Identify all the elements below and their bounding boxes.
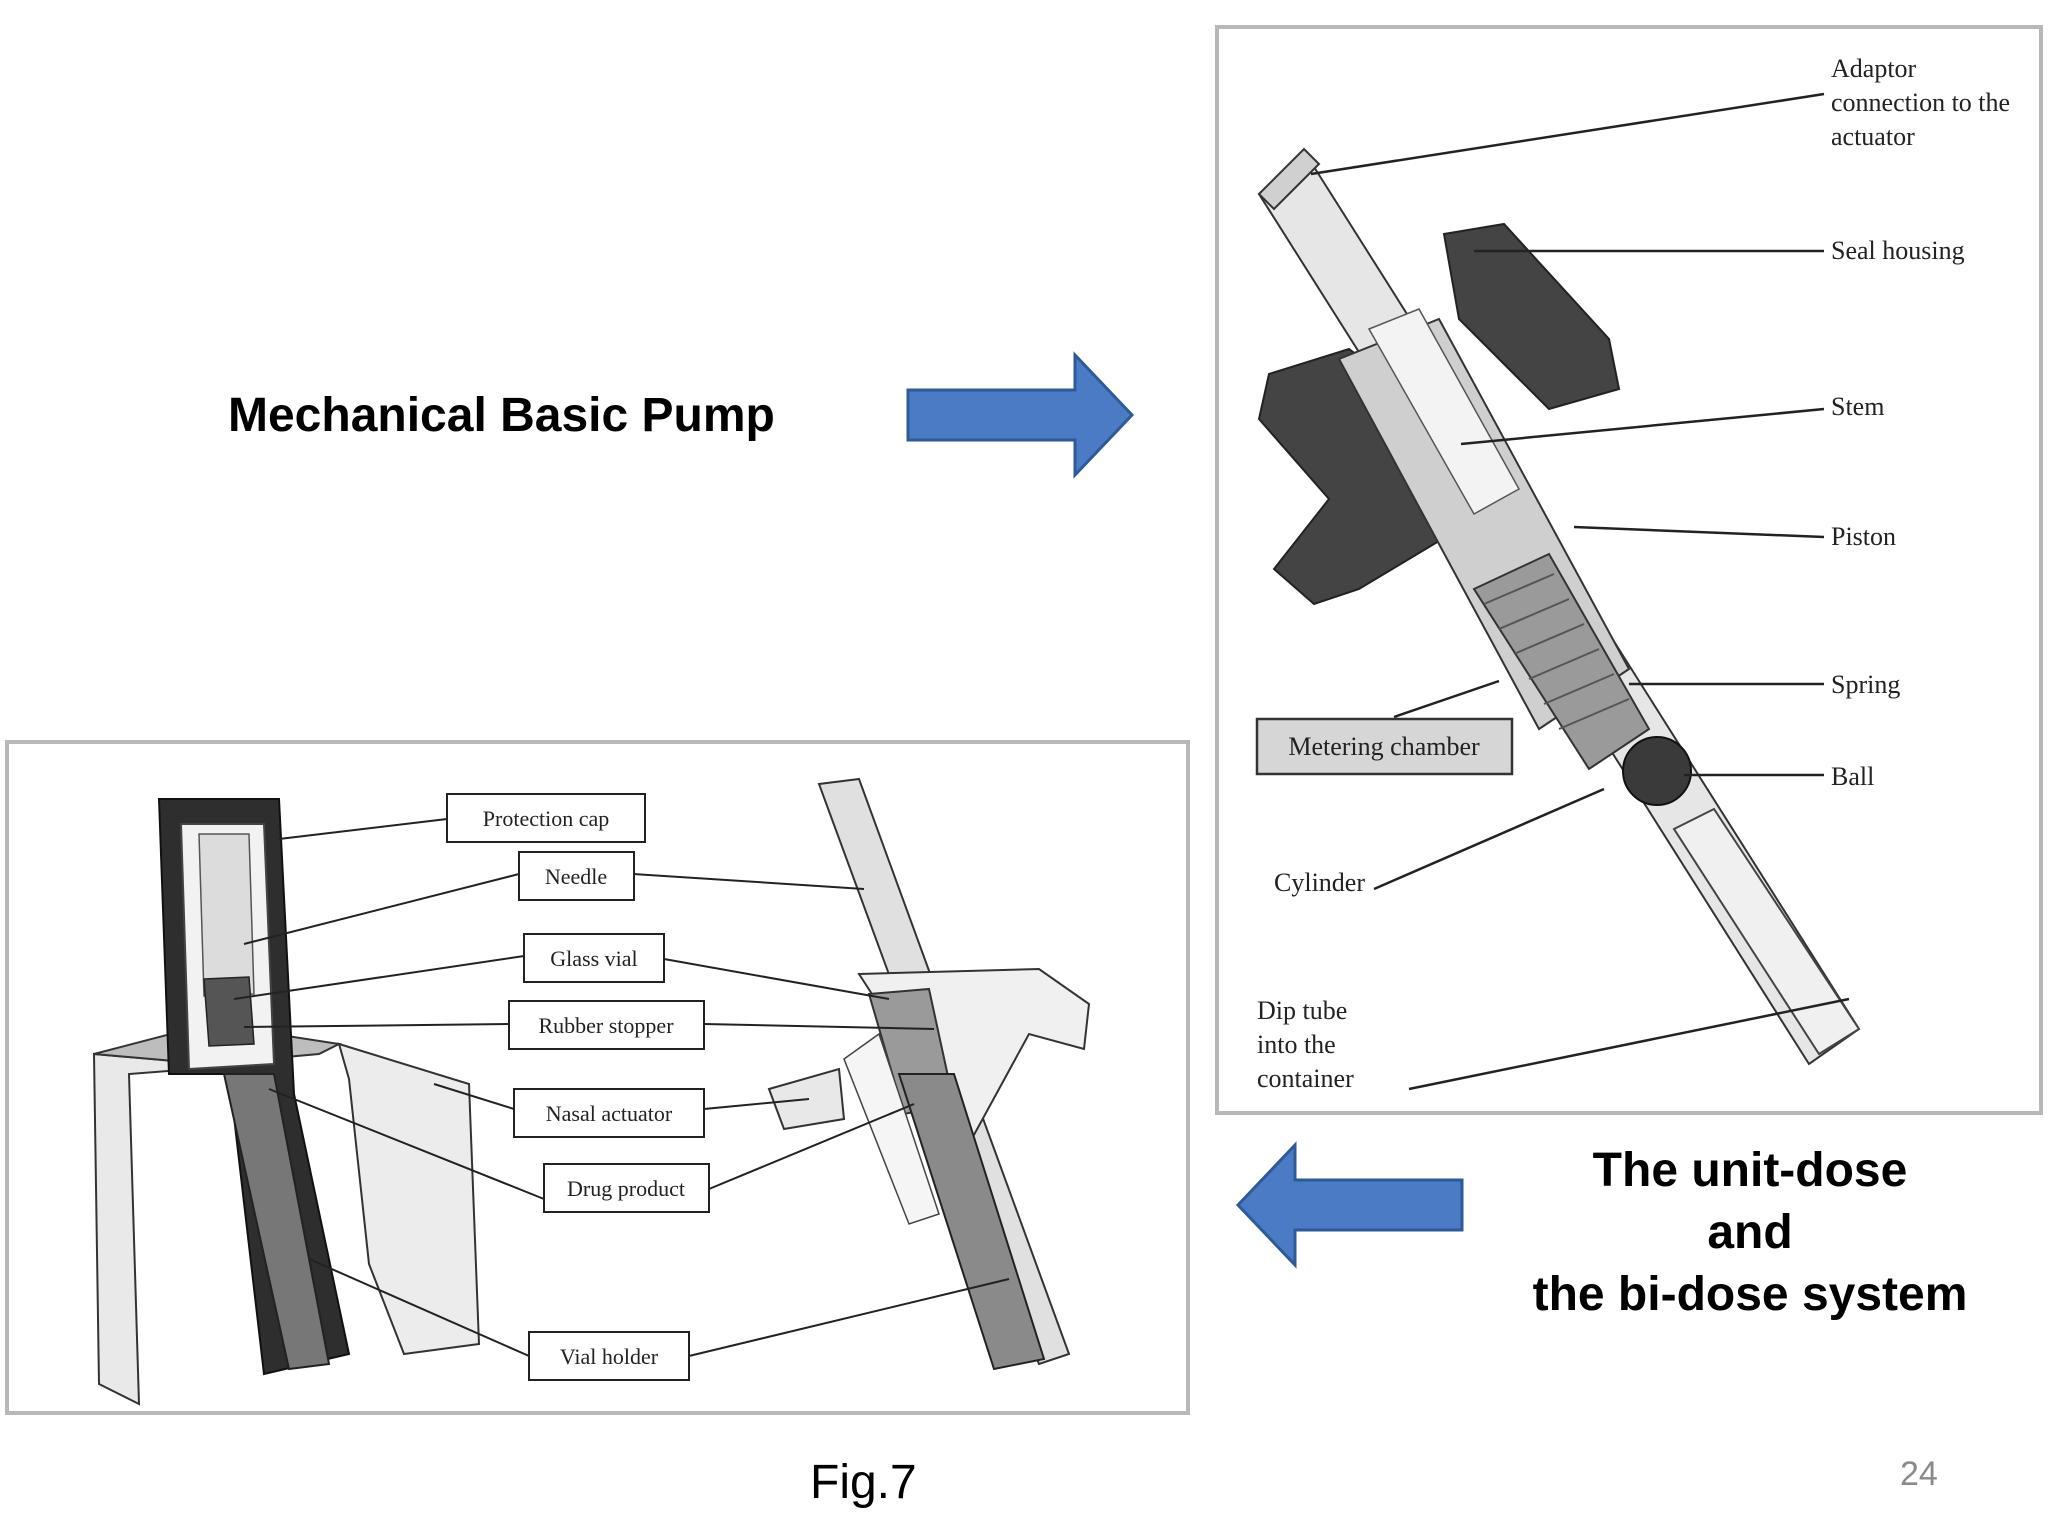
label-vial-holder: Vial holder bbox=[560, 1344, 659, 1369]
glass-vial-box bbox=[523, 933, 665, 983]
figure-caption: Fig.7 bbox=[810, 1456, 917, 1509]
unit-dose-line-2: and bbox=[1707, 1206, 1793, 1259]
bi-dose-device-drawing bbox=[767, 777, 1091, 1371]
metering-chamber-box bbox=[1255, 717, 1514, 776]
nasal-actuator-box bbox=[513, 1088, 705, 1138]
label-ball: Ball bbox=[1831, 762, 1874, 791]
label-seal-housing: Seal housing bbox=[1831, 236, 1965, 265]
label-needle: Needle bbox=[545, 864, 607, 889]
unit-dose-line-1: The unit-dose bbox=[1592, 1144, 1908, 1197]
label-spring: Spring bbox=[1831, 670, 1900, 699]
label-rubber-stopper: Rubber stopper bbox=[538, 1013, 674, 1038]
rubber-stopper-box bbox=[508, 1000, 705, 1050]
protection-cap-box bbox=[446, 793, 646, 843]
label-drug-product: Drug product bbox=[567, 1176, 685, 1201]
bidose-leader-lines bbox=[233, 818, 1010, 1357]
label-dip-tube: Dip tube into the container bbox=[1257, 996, 1354, 1093]
unit-dose-heading: The unit-dose and the bi-dose system bbox=[1480, 1140, 2020, 1326]
label-glass-vial: Glass vial bbox=[550, 946, 637, 971]
pump-leader-lines bbox=[1310, 92, 1850, 1091]
page-number: 24 bbox=[1900, 1455, 1938, 1493]
vial-holder-box bbox=[528, 1331, 690, 1381]
mechanical-basic-pump-heading: Mechanical Basic Pump bbox=[228, 389, 775, 442]
bidose-system-panel: Protection cap Needle Glass vial Rubber … bbox=[5, 740, 1190, 1415]
label-adaptor: Adaptor connection to the actuator bbox=[1831, 54, 2017, 151]
bidose-diagram: Protection cap Needle Glass vial Rubber … bbox=[92, 777, 1091, 1406]
bidose-label-boxes bbox=[446, 793, 710, 1381]
pump-cross-section-panel: Adaptor connection to the actuator Seal … bbox=[1215, 25, 2043, 1115]
right-arrow-icon bbox=[906, 351, 1135, 479]
unit-dose-device-drawing bbox=[92, 798, 481, 1406]
drug-product-box bbox=[543, 1163, 710, 1213]
unit-dose-line-3: the bi-dose system bbox=[1532, 1268, 1968, 1321]
label-cylinder: Cylinder bbox=[1274, 868, 1365, 897]
label-piston: Piston bbox=[1831, 522, 1896, 551]
left-arrow-icon bbox=[1235, 1141, 1464, 1269]
label-nasal-actuator: Nasal actuator bbox=[546, 1101, 673, 1126]
pump-body-drawing bbox=[1257, 147, 1861, 1066]
label-stem: Stem bbox=[1831, 392, 1884, 421]
needle-box bbox=[518, 851, 635, 901]
label-protection-cap: Protection cap bbox=[483, 806, 609, 831]
pump-diagram: Adaptor connection to the actuator Seal … bbox=[1255, 54, 2017, 1093]
label-metering-chamber: Metering chamber bbox=[1288, 732, 1480, 761]
